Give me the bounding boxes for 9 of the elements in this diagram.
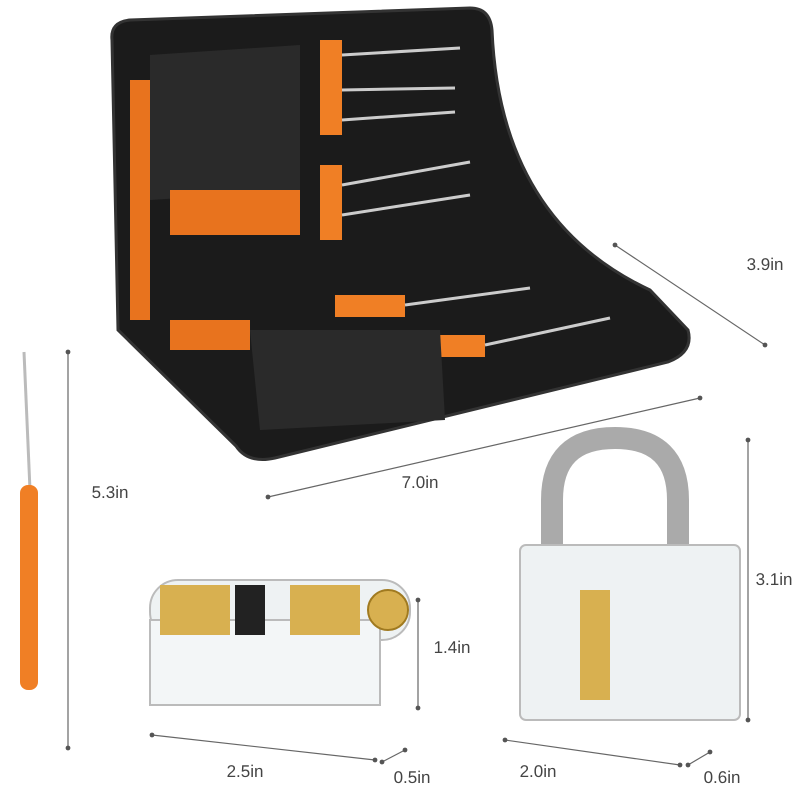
dimension-label: 0.6in (704, 768, 740, 788)
dimension-label: 2.0in (520, 762, 556, 782)
dimension-label: 3.9in (746, 255, 784, 275)
dimension-label: 3.1in (756, 570, 792, 590)
dimension-label: 0.5in (394, 768, 430, 788)
dimension-label: 5.3in (92, 483, 128, 503)
dimension-label: 1.4in (434, 638, 470, 658)
dimension-label: 7.0in (402, 473, 438, 493)
dimension-label: 2.5in (226, 762, 264, 782)
